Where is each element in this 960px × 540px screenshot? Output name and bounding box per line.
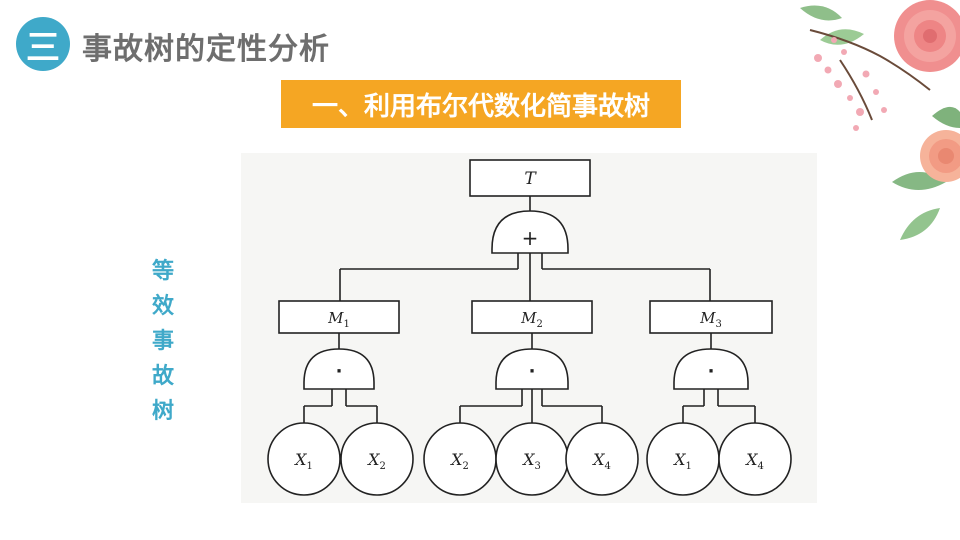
basic-event-circle	[565, 422, 639, 496]
top-event-box	[469, 159, 591, 197]
top-event-label: T	[524, 169, 537, 189]
and-gate-symbol: ·	[708, 361, 715, 382]
side-label-char: 树	[151, 399, 174, 424]
or-gate-symbol: +	[522, 226, 539, 250]
basic-event-label: X1	[672, 450, 692, 472]
intermediate-event-label: M1	[327, 309, 350, 330]
rose-icon	[894, 0, 960, 72]
blossom-icon	[814, 37, 887, 131]
basic-event-label: X2	[366, 450, 386, 472]
side-label-char: 事	[151, 329, 174, 354]
basic-event-circle	[267, 422, 341, 496]
intermediate-event-box	[278, 300, 400, 334]
rose-icon	[920, 130, 960, 182]
basic-event-label: X4	[591, 450, 611, 472]
subtitle-banner: 一、利用布尔代数化简事故树	[281, 80, 681, 128]
and-gate	[495, 348, 569, 390]
side-label: 等 效 事 故 树	[148, 254, 178, 429]
basic-event-label: X3	[521, 450, 541, 472]
intermediate-event-label: M2	[520, 309, 543, 330]
or-gate	[491, 210, 569, 254]
side-label-char: 效	[151, 294, 174, 319]
basic-event-circle	[340, 422, 414, 496]
section-number-badge: 三	[16, 17, 70, 71]
and-gate-symbol: ·	[336, 361, 343, 382]
side-label-char: 等	[151, 259, 174, 284]
section-title: 事故树的定性分析	[82, 32, 330, 67]
and-gate	[303, 348, 375, 390]
intermediate-event-label: M3	[699, 309, 722, 330]
basic-event-label: X4	[744, 450, 764, 472]
basic-event-circle	[718, 422, 792, 496]
floral-decoration	[780, 0, 960, 260]
leaf-icon	[800, 5, 960, 240]
basic-event-label: X1	[293, 450, 313, 472]
and-gate-symbol: ·	[529, 361, 536, 382]
side-label-char: 故	[151, 364, 174, 389]
basic-event-label: X2	[449, 450, 469, 472]
and-gate	[673, 348, 749, 390]
fault-tree-diagram: T + M1 · X1 X2 M2 ·	[241, 153, 817, 503]
